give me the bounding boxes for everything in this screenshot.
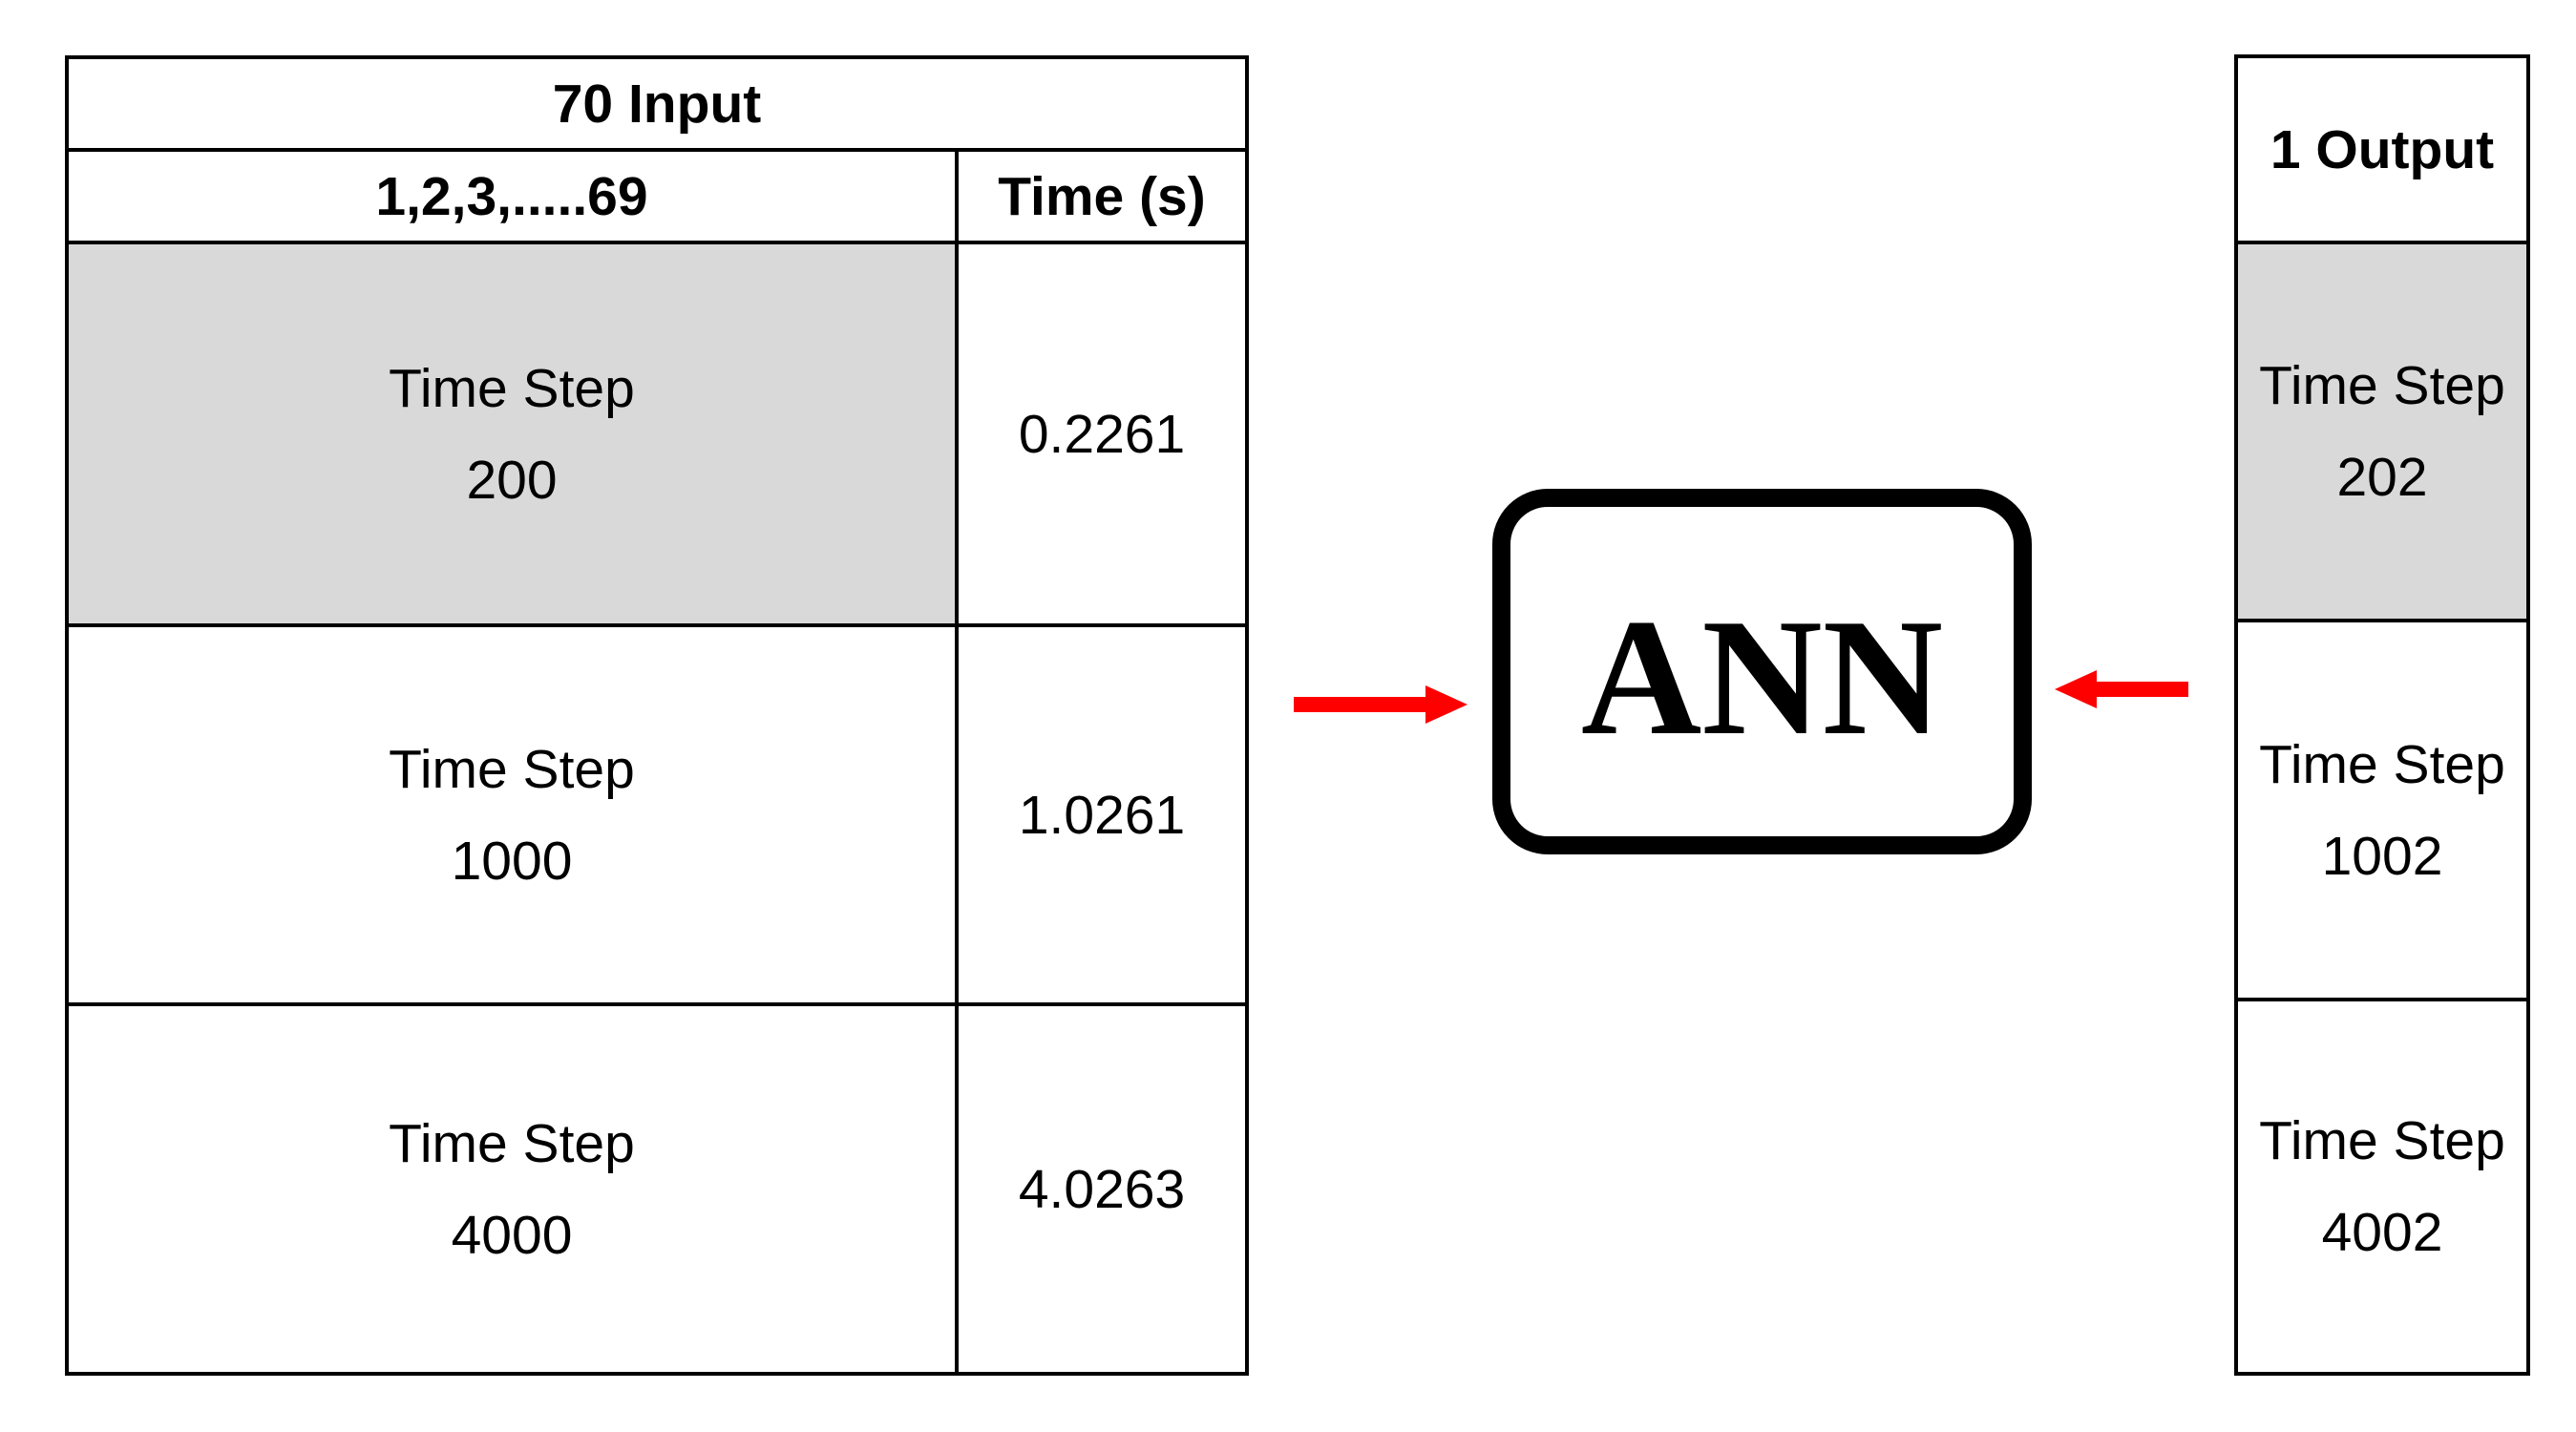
input-row-3-label-line2: 4000 [451,1204,573,1266]
input-arrow-shaft [1294,697,1427,712]
time-column-header: Time (s) [959,152,1245,244]
output-row-1-label: Time Step 202 [2238,244,2526,622]
input-row-1-label: Time Step 200 [69,244,959,627]
output-row-3-label-line1: Time Step [2259,1110,2505,1171]
output-row-3-label: Time Step 4002 [2238,1001,2526,1372]
output-row-1-label-line1: Time Step [2259,355,2505,416]
output-arrow-shaft [2093,682,2188,697]
input-row-2-label-line1: Time Step [389,738,635,800]
output-row-1-label-line2: 202 [2336,447,2428,508]
input-row-2-label-line2: 1000 [451,830,573,892]
input-row-2-time: 1.0261 [959,627,1245,1006]
output-row-2-label: Time Step 1002 [2238,622,2526,1001]
output-table-title: 1 Output [2238,58,2526,244]
output-table: 1 Output Time Step 202 Time Step 1002 Ti… [2234,54,2530,1376]
ann-box: ANN [1492,489,2032,854]
output-row-2-label-line1: Time Step [2259,733,2505,795]
output-row-2-label-line2: 1002 [2321,825,2443,887]
input-series-header: 1,2,3,.....69 [69,152,959,244]
input-row-3-time: 4.0263 [1018,1158,1186,1220]
input-table: 70 Input 1,2,3,.....69 Time (s) Time Ste… [65,55,1249,1376]
output-arrow-head [2055,670,2097,708]
input-row-1-label-line1: Time Step [389,357,635,419]
input-row-3-label-line1: Time Step [389,1112,635,1174]
input-arrow-head [1425,685,1467,724]
input-row-1-label-line2: 200 [466,449,558,511]
output-row-3-label-line2: 4002 [2321,1202,2443,1263]
input-arrow-icon [1294,685,1467,724]
input-table-title: 70 Input [69,59,1245,152]
input-row-2-label: Time Step 1000 [69,627,959,1006]
input-row-3-label: Time Step 4000 [69,1006,959,1372]
input-row-1-time: 0.2261 [959,244,1245,627]
ann-label: ANN [1580,584,1944,769]
output-arrow-icon [2055,670,2188,708]
